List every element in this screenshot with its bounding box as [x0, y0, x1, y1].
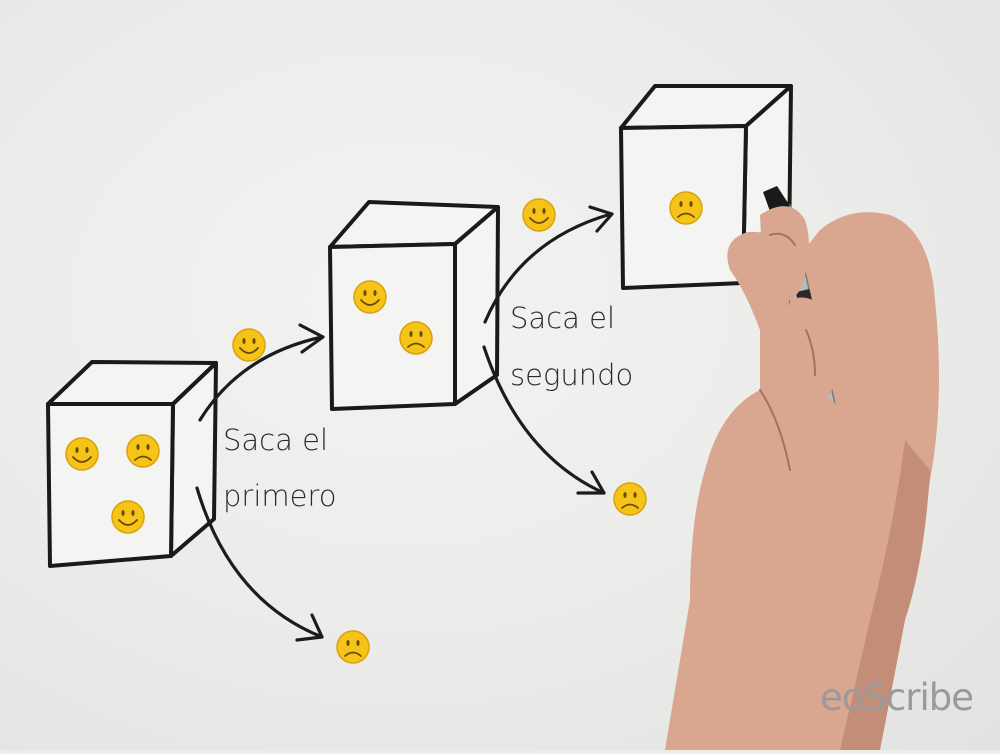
happy-face-icon [65, 437, 99, 471]
label-second-line2: segundo [510, 358, 633, 392]
arrow-to-box-2 [198, 323, 325, 422]
hand-with-marker [665, 186, 939, 751]
box-1 [46, 360, 218, 568]
box-2 [328, 200, 500, 411]
sad-face-icon [669, 191, 703, 225]
label-first-line2: primero [223, 479, 337, 513]
arrow-out-box-1 [195, 486, 324, 642]
label-second-line1: Saca el [510, 301, 615, 335]
sad-face-icon [336, 630, 370, 664]
sad-face-icon [399, 321, 433, 355]
happy-face-icon [111, 500, 145, 534]
watermark: eoScribe [820, 676, 974, 719]
happy-face-icon [522, 198, 556, 232]
happy-face-icon [353, 280, 387, 314]
label-first-line1: Saca el [223, 423, 328, 457]
sad-face-icon [613, 482, 647, 516]
arrow-to-box-3 [483, 205, 614, 324]
happy-face-icon [232, 328, 266, 362]
arrow-out-box-2 [482, 345, 606, 495]
sad-face-icon [126, 434, 160, 468]
